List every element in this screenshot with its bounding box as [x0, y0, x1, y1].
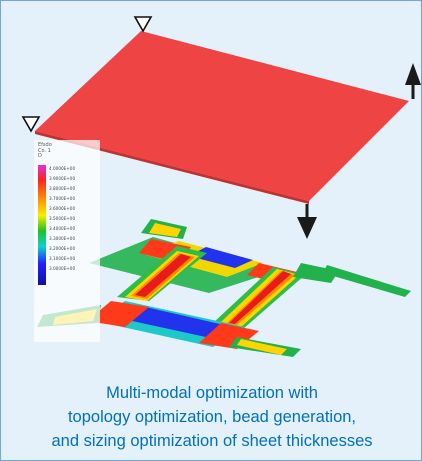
legend-value: 3.3000E+00: [49, 236, 76, 241]
legend-color-bar: [38, 165, 46, 285]
legend-value: 3.7000E+00: [49, 196, 76, 201]
legend-value: 3.1000E+00: [49, 256, 76, 261]
legend-value: 3.4000E+00: [49, 226, 76, 231]
figure-caption: Multi-modal optimization with topology o…: [1, 381, 421, 453]
legend-value: 3.8000E+00: [49, 186, 76, 191]
contour-legend: Efsdo Co. 1 D 4.0000E+00 3.9000E+00 3.80…: [34, 140, 100, 342]
caption-line: Multi-modal optimization with: [106, 384, 318, 402]
legend-values: 4.0000E+00 3.9000E+00 3.8000E+00 3.7000E…: [49, 164, 97, 294]
legend-value: 3.2000E+00: [49, 246, 76, 251]
legend-value: 4.0000E+00: [49, 166, 76, 171]
down-arrow-icon: [297, 204, 317, 239]
up-arrow-icon: [405, 63, 421, 99]
legend-value: 3.0000E+00: [49, 266, 76, 271]
optimized-frame: [37, 219, 411, 357]
design-space-plate: [35, 31, 409, 201]
support-triangle-icon: [21, 116, 41, 133]
caption-line: and sizing optimization of sheet thickne…: [51, 432, 373, 450]
legend-title: Efsdo Co. 1 D: [38, 142, 52, 159]
legend-value: 3.9000E+00: [49, 176, 76, 181]
legend-value: 3.6000E+00: [49, 206, 76, 211]
caption-line: topology optimization, bead generation,: [67, 408, 357, 426]
legend-value: 3.5000E+00: [49, 216, 76, 221]
support-triangle-icon: [133, 16, 153, 33]
